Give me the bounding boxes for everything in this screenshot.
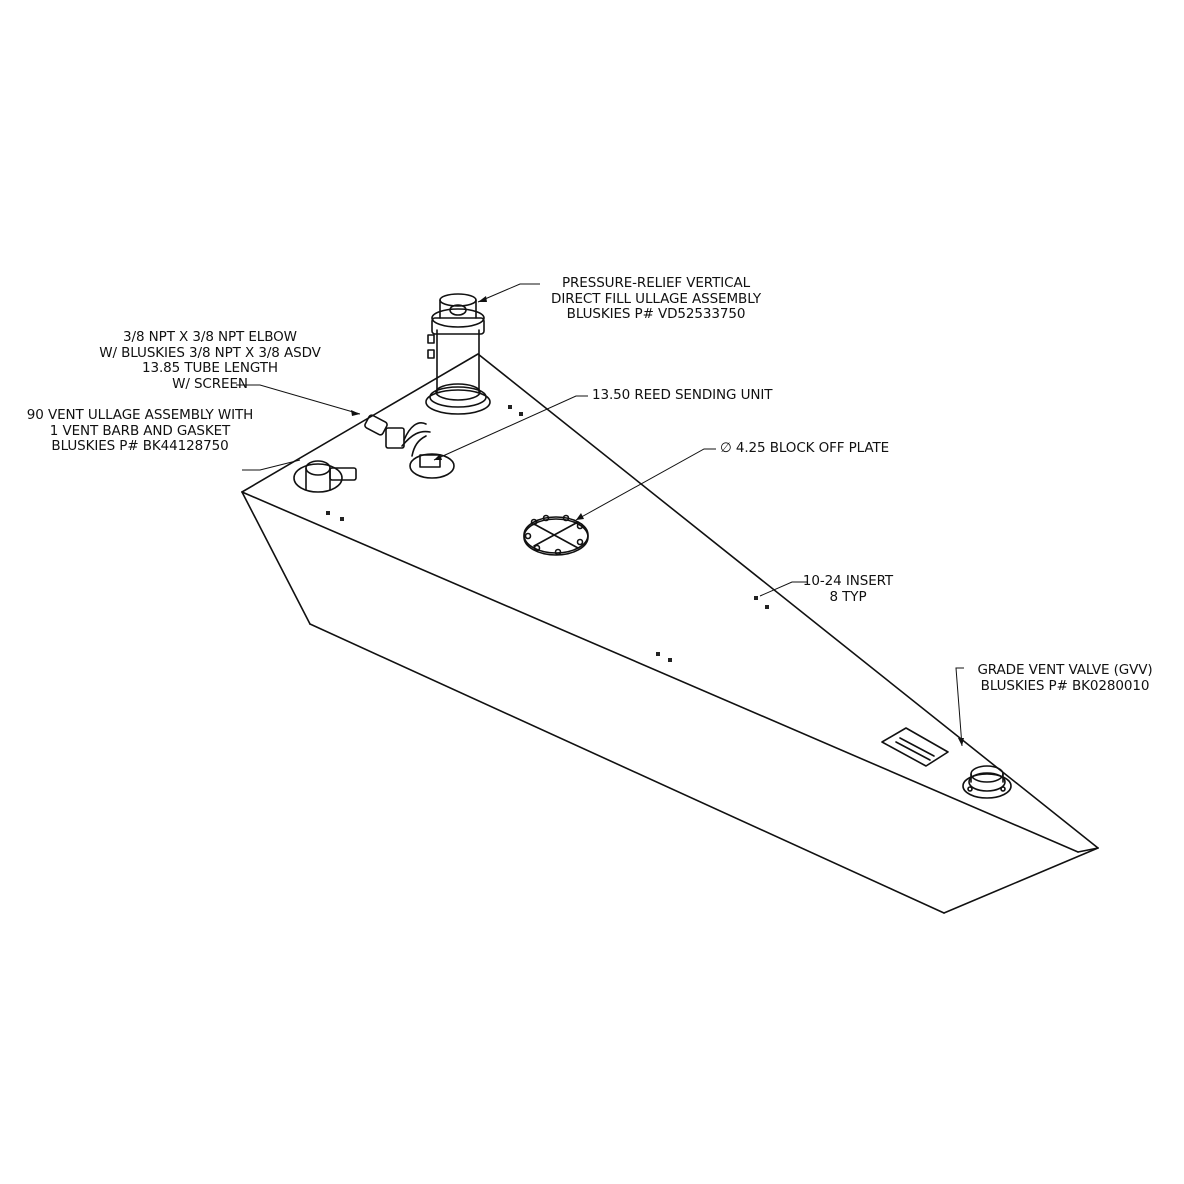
leader-arrowheads (351, 296, 964, 746)
leader-lines (236, 283, 964, 747)
block-off-plate (523, 514, 589, 556)
label-plate (881, 727, 949, 767)
grade-vent-valve (962, 765, 1012, 799)
callout-pressure-relief: PRESSURE-RELIEF VERTICAL DIRECT FILL ULL… (551, 275, 761, 322)
callout-insert: 10-24 INSERT 8 TYP (802, 573, 894, 605)
callout-vent-ullage: 90 VENT ULLAGE ASSEMBLY WITH 1 VENT BARB… (26, 407, 254, 454)
callout-reed-sending: 13.50 REED SENDING UNIT (592, 387, 773, 403)
elbow-asdv (364, 414, 431, 449)
inserts (326, 405, 769, 662)
callout-block-off: ∅ 4.25 BLOCK OFF PLATE (720, 440, 890, 456)
pressure-relief-fill-assembly (425, 293, 491, 415)
vent-ullage-assembly (293, 460, 357, 493)
callout-elbow: 3/8 NPT X 3/8 NPT ELBOW W/ BLUSKIES 3/8 … (99, 329, 321, 392)
callout-gvv: GRADE VENT VALVE (GVV) BLUSKIES P# BK028… (977, 662, 1153, 694)
reed-sending-unit (409, 435, 455, 479)
tank-body (241, 353, 1099, 914)
